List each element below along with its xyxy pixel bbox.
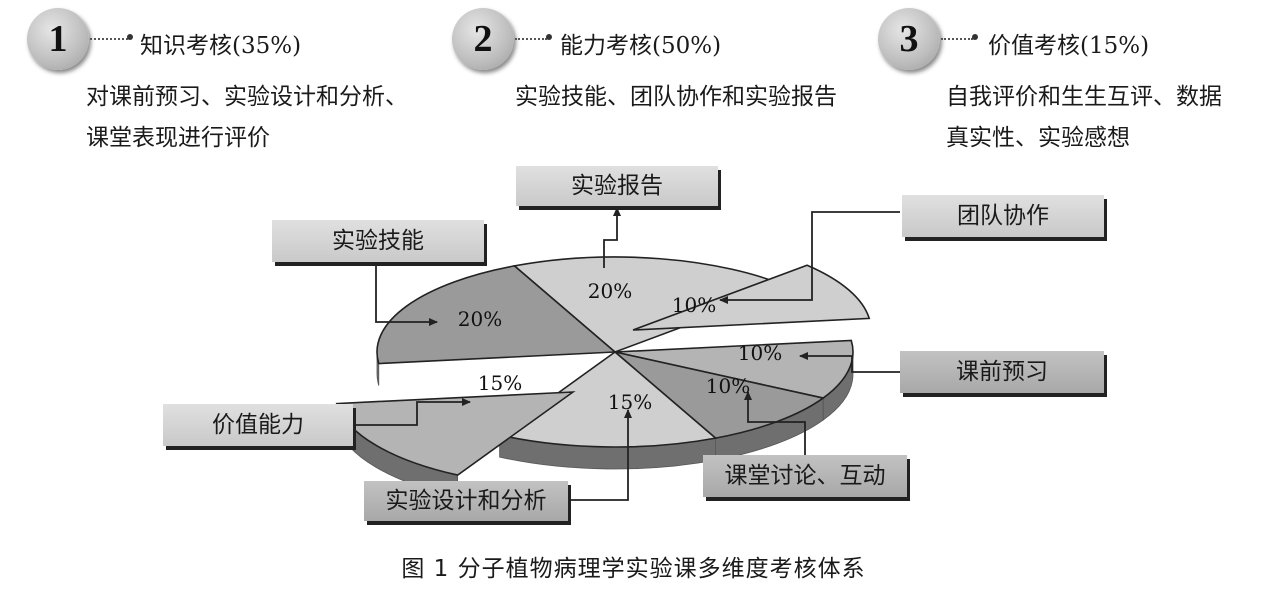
category-title: 价值考核(15%) [988,33,1150,59]
pie-slice-percent-label: 10% [706,374,750,398]
category-description: 自我评价和生生互评、数据 真实性、实验感想 [946,77,1222,159]
pie-slice [614,339,854,399]
slice-label-value-ability: 价值能力 [163,404,353,446]
slice-label-design-analysis: 实验设计和分析 [364,481,568,521]
slice-label-class-discussion: 课堂讨论、互动 [703,455,907,497]
pie-slice-percent-label: 10% [672,293,716,317]
slice-label-experiment-report: 实验报告 [516,166,718,206]
description-line: 自我评价和生生互评、数据 [946,84,1222,110]
dotted-connector [90,38,128,40]
category-description: 对课前预习、实验设计和分析、 课堂表现进行评价 [86,77,408,159]
pie-slice-percent-label: 20% [588,279,632,303]
pie-slice [497,350,718,448]
pie-slice-percent-label: 20% [458,307,502,331]
description-line: 真实性、实验感想 [946,125,1130,151]
slice-connector-arrow [568,409,632,501]
description-line: 对课前预习、实验设计和分析、 [86,84,408,110]
slice-connector-arrow [375,262,438,326]
pie-slice [376,265,618,365]
pie-slice-percent-label: 10% [738,341,782,365]
category-number-badge: 1 [27,8,89,70]
description-line: 课堂表现进行评价 [86,125,270,151]
category-number-badge: 3 [878,8,940,70]
slice-connector-arrow [719,211,900,304]
slice-connector-arrow [353,398,471,426]
dotted-connector [941,38,973,40]
connector-dot [546,34,552,40]
category-title: 知识考核(35%) [140,33,302,59]
slice-label-experiment-skill: 实验技能 [272,220,484,262]
slice-connector-arrow [799,352,900,373]
pie-slice [512,256,792,353]
pie-slice-percent-label: 15% [478,371,522,395]
description-line: 实验技能、团队协作和实验报告 [515,84,837,110]
slice-connector-arrow [744,391,806,472]
slice-connector-arrow [603,207,621,268]
connector-dot [127,34,133,40]
pie-slice-percent-label: 15% [608,390,652,414]
category-title: 能力考核(50%) [560,33,722,59]
connector-dot [972,34,978,40]
category-description: 实验技能、团队协作和实验报告 [515,77,837,118]
slice-label-preview: 课前预习 [900,351,1104,393]
slice-label-teamwork: 团队协作 [902,195,1104,237]
figure-caption: 图 1 分子植物病理学实验课多维度考核体系 [401,556,866,582]
category-number-badge: 2 [452,8,514,70]
dotted-connector [515,38,547,40]
